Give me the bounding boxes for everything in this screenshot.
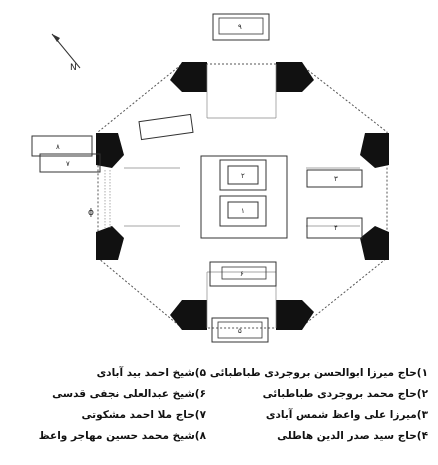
legend-item-3: ۳)میرزا علی واعظ شمس آبادی (265, 409, 428, 421)
tomb-7: ۷ (39, 153, 101, 173)
svg-text:۳: ۳ (334, 175, 338, 183)
legend-item-5: ۵)شیخ احمد بید آبادی (96, 367, 206, 379)
legend-left-column: ۵)شیخ احمد بید آبادی ۶)شیخ عبدالعلی نجفی… (39, 368, 206, 452)
svg-text:۷: ۷ (66, 160, 70, 168)
legend-item-1: ۱)حاج میرزا ابوالحسن بروجردی طباطبائی (209, 367, 428, 379)
north-label: N (70, 63, 77, 73)
legend-item-7: ۷)حاج ملا احمد مشکوتی (81, 409, 206, 421)
tomb-9: ۹ (212, 13, 270, 41)
tomb-8: ۸ (31, 135, 93, 157)
floor-plan: N ۱ ۲ (31, 13, 389, 343)
svg-text:۹: ۹ (238, 23, 242, 31)
tomb-1: ۱ (227, 201, 259, 219)
legend-right-column: ۱)حاج میرزا ابوالحسن بروجردی طباطبائی ۲)… (210, 368, 428, 452)
north-arrow-icon: N (51, 33, 81, 73)
legend-item-4: ۴)حاج سید صدر الدین هاطلی (277, 430, 428, 442)
svg-text:۴: ۴ (334, 224, 338, 232)
tomb-2: ۲ (227, 165, 259, 185)
central-enclosure (200, 155, 288, 239)
tomb-6: ۶ (209, 261, 277, 287)
legend-item-8: ۸)شیخ محمد حسین مهاجر واعظ (38, 430, 206, 442)
legend-item-2: ۲)حاج محمد بروجردی طباطبائی (262, 388, 428, 400)
corner-piers (96, 62, 389, 330)
octagon-wall (97, 63, 388, 329)
inner-walls (104, 64, 360, 328)
legend-item-6: ۶)شیخ عبدالعلی نجفی قدسی (52, 388, 206, 400)
svg-text:۸: ۸ (56, 143, 60, 151)
tomb-5: ۵ (211, 317, 269, 343)
svg-text:۶: ۶ (240, 270, 244, 278)
svg-text:۲: ۲ (241, 172, 245, 180)
tomb-3: ۳ (306, 169, 363, 188)
svg-text:۵: ۵ (238, 327, 242, 335)
door-icon: ϕ (88, 208, 94, 218)
tomb-4: ۴ (306, 217, 363, 239)
tomb-west-upper (138, 113, 194, 141)
svg-text:۱: ۱ (241, 207, 245, 215)
